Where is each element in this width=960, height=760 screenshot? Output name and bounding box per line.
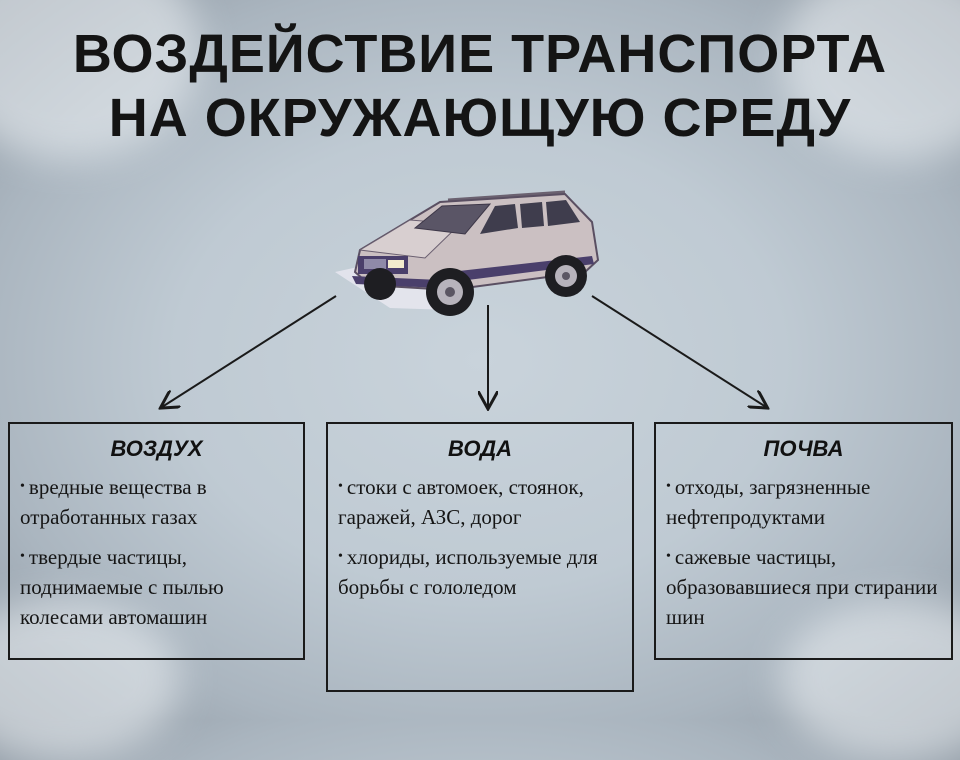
- list-item: •твердые частицы, поднимаемые с пылью ко…: [20, 545, 224, 629]
- list-item: •вредные вещества в отработанных газах: [20, 475, 207, 529]
- list-item: •сажевые частицы, образовавшиеся при сти…: [666, 545, 938, 629]
- title-line-1: ВОЗДЕЙСТВИЕ ТРАНСПОРТА: [72, 24, 888, 84]
- box-soil: ПОЧВА •отходы, загрязненные нефтепродукт…: [654, 422, 953, 660]
- box-water-heading: ВОДА: [448, 436, 512, 461]
- list-item: •отходы, загрязненные нефтепродуктами: [666, 475, 871, 529]
- box-soil-heading: ПОЧВА: [763, 436, 844, 461]
- box-water: ВОДА •стоки с автомоек, стоянок, гаражей…: [326, 422, 634, 692]
- suv-car-illustration: [335, 190, 600, 316]
- box-air: ВОЗДУХ •вредные вещества в отработанных …: [8, 422, 305, 660]
- arrow-to-air: [162, 295, 337, 407]
- list-item: •стоки с автомоек, стоянок, гаражей, АЗС…: [338, 475, 584, 529]
- title-line-2: НА ОКРУЖАЮЩУЮ СРЕДУ: [108, 88, 852, 148]
- box-air-heading: ВОЗДУХ: [110, 436, 203, 461]
- list-item: •хлориды, используемые для борьбы с голо…: [338, 545, 598, 599]
- page-title: ВОЗДЕЙСТВИЕ ТРАНСПОРТА НА ОКРУЖАЮЩУЮ СРЕ…: [0, 22, 960, 150]
